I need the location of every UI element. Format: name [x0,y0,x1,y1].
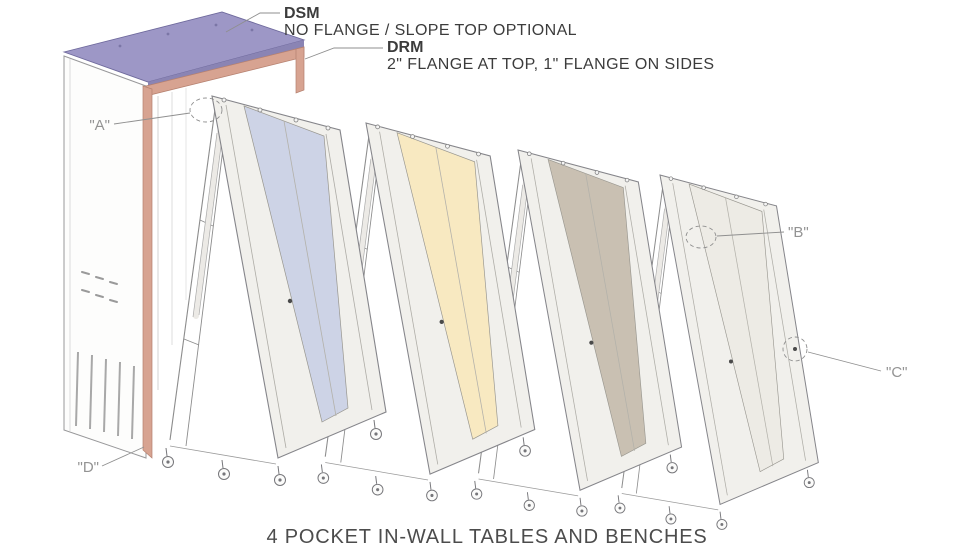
detail-circle-b [685,225,717,249]
leader-line-d [101,446,145,467]
leader-line-a [113,112,191,125]
leader-line-dsm [225,12,280,33]
marker-b: "B" [788,224,809,241]
detail-circle-c [782,336,808,362]
cabinet-front-face [63,55,147,459]
slope-top-fasteners [118,23,254,48]
marker-c: "C" [886,364,907,381]
flange-frame-right [295,46,305,94]
table-unit-1 [163,96,387,486]
marker-d: "D" [78,459,99,476]
leader-line-drm [304,47,383,60]
callout-drm-label: DRM [387,39,423,56]
pocket-interior [157,88,187,390]
panel-hole-c [793,347,797,351]
callout-drm-description: 2" FLANGE AT TOP, 1" FLANGE ON SIDES [387,56,715,73]
pocket-cabinet [62,11,306,459]
callout-dsm-label: DSM [284,5,320,22]
cabinet-base-grille [75,351,135,440]
leader-line-b [716,231,785,237]
diagram-caption: 4 POCKET IN-WALL TABLES AND BENCHES [266,526,707,548]
detail-circle-a [189,97,223,123]
leader-line-c [807,351,882,372]
marker-a: "A" [89,117,110,134]
callout-dsm-description: NO FLANGE / SLOPE TOP OPTIONAL [284,22,577,39]
annotations: DSM NO FLANGE / SLOPE TOP OPTIONAL DRM 2… [78,5,908,476]
flange-frame-left [142,85,153,459]
cabinet-vent-slots [81,271,118,303]
